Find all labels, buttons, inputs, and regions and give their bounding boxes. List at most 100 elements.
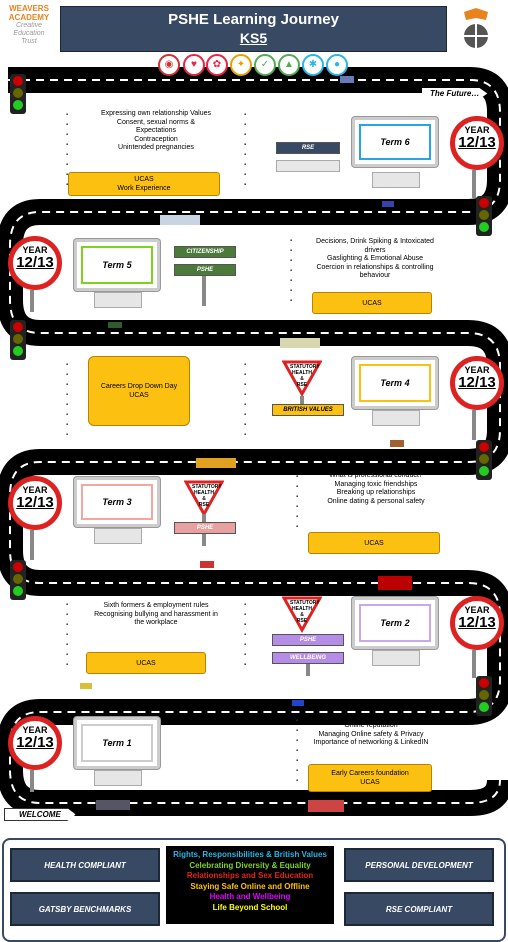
page-title: PSHE Learning Journey (168, 11, 339, 28)
wellbeing-street-sign: WELLBEING (272, 652, 344, 664)
relationships-icon: ✿ (206, 54, 228, 76)
term6-board: Term 6 (352, 117, 438, 167)
thumbs-up-icon: ▲ (278, 54, 300, 76)
rse-compliant-button[interactable]: RSE COMPLIANT (344, 892, 494, 926)
traffic-light-icon (476, 676, 492, 716)
page-subtitle: KS5 (239, 30, 268, 46)
legend-item: Rights, Responsibilities & British Value… (173, 850, 327, 859)
globe-icon: ● (326, 54, 348, 76)
blank-street-sign (276, 160, 340, 172)
pshe-street-sign: PSHE (174, 522, 236, 534)
bullet-column: ▪▪▪▪▪▪▪▪ (66, 362, 69, 438)
bullet-column: ▪▪▪▪▪▪▪▪ (244, 112, 247, 188)
gatsby-benchmarks-button[interactable]: GATSBY BENCHMARKS (10, 892, 160, 926)
traffic-light-icon (10, 320, 26, 360)
future-sign: The Future… (422, 88, 488, 99)
sign-post (472, 410, 476, 440)
term3-board: Term 3 (74, 477, 160, 527)
theme-legend: Rights, Responsibilities & British Value… (166, 846, 334, 924)
row4-ucas-box: UCAS (308, 532, 440, 554)
leaf-icon: ✓ (254, 54, 276, 76)
bullet-column: ▪▪▪▪▪▪▪ (66, 602, 69, 668)
sign-post (472, 170, 476, 198)
lightbulb-icon: ✦ (230, 54, 252, 76)
term1-label: Term 1 (80, 724, 154, 762)
left-arrow-sign (372, 172, 420, 188)
sign-post (202, 276, 206, 306)
trust-emblem-icon (464, 8, 488, 48)
term2-board: Term 2 (352, 597, 438, 649)
row4-topics: What is professional conduct?Managing to… (327, 472, 425, 505)
academy-logo: WEAVERS ACADEMY Creative Education Trust (4, 4, 54, 46)
term5-board: Term 5 (74, 239, 160, 291)
sign-post (306, 664, 310, 676)
legend-item: Staying Safe Online and Offline (190, 881, 310, 891)
term6-label: Term 6 (358, 124, 432, 160)
bullet-column: ▪▪▪▪▪▪▪ (296, 718, 299, 784)
legend-item: Relationships and Sex Education (186, 871, 314, 880)
bullet-column: ▪▪▪▪▪▪▪ (290, 238, 293, 304)
pshe-street-sign: PSHE (174, 264, 236, 276)
title-banner: PSHE Learning Journey KS5 (60, 6, 447, 52)
bullet-column: ▪▪▪▪▪▪▪▪ (244, 362, 247, 438)
sign-post (30, 770, 34, 792)
statutory-warning-sign-icon (282, 596, 322, 634)
statutory-warning-sign-icon (184, 480, 224, 518)
right-arrow-sign (94, 528, 142, 544)
rse-icon: ♥ (183, 54, 205, 76)
traffic-light-icon (476, 440, 492, 480)
traffic-light-icon (10, 560, 26, 600)
legend-item: Life Beyond School (212, 902, 288, 912)
logo-line-1: WEAVERS (9, 4, 49, 13)
traffic-light-icon (476, 196, 492, 236)
british-values-street-sign: BRITISH VALUES (272, 404, 344, 416)
legend-item: Health and Wellbeing (209, 892, 291, 901)
statutory-warning-sign-icon (282, 360, 322, 398)
right-arrow-sign (94, 292, 142, 308)
logo-line-4: Education (13, 30, 45, 37)
term2-label: Term 2 (358, 604, 432, 642)
bullet-column: ▪▪▪▪▪▪▪▪ (66, 112, 69, 188)
term5-label: Term 5 (80, 246, 154, 284)
bullet-column: ▪▪▪▪▪▪▪ (244, 602, 247, 668)
term4-label: Term 4 (358, 364, 432, 402)
sign-post (472, 650, 476, 678)
personal-development-button[interactable]: PERSONAL DEVELOPMENT (344, 848, 494, 882)
health-compliant-button[interactable]: HEALTH COMPLIANT (10, 848, 160, 882)
term1-board: Term 1 (74, 717, 160, 769)
legend-item: Celebrating Diversity & Equality (189, 860, 311, 870)
logo-line-5: Trust (21, 38, 37, 45)
term3-label: Term 3 (80, 484, 154, 520)
sign-post (30, 290, 34, 312)
sign-post (30, 530, 34, 560)
logo-line-3: Creative (15, 22, 43, 29)
logo-line-2: ACADEMY (8, 13, 50, 22)
rse-street-sign: RSE (276, 142, 340, 154)
right-arrow-sign (94, 770, 142, 786)
bullet-column: ▪▪▪▪▪▪ (296, 474, 299, 530)
welcome-sign: WELCOME (4, 808, 76, 821)
traffic-light-icon (10, 74, 26, 114)
left-arrow-sign (372, 410, 420, 426)
row5-ucas-box: UCAS (86, 652, 206, 674)
pshe-street-sign: PSHE (272, 634, 344, 646)
rights-icon: ◉ (158, 54, 180, 76)
row2-ucas-box: UCAS (312, 292, 432, 314)
left-arrow-sign (372, 650, 420, 666)
citizenship-street-sign: CITIZENSHIP (174, 246, 236, 258)
